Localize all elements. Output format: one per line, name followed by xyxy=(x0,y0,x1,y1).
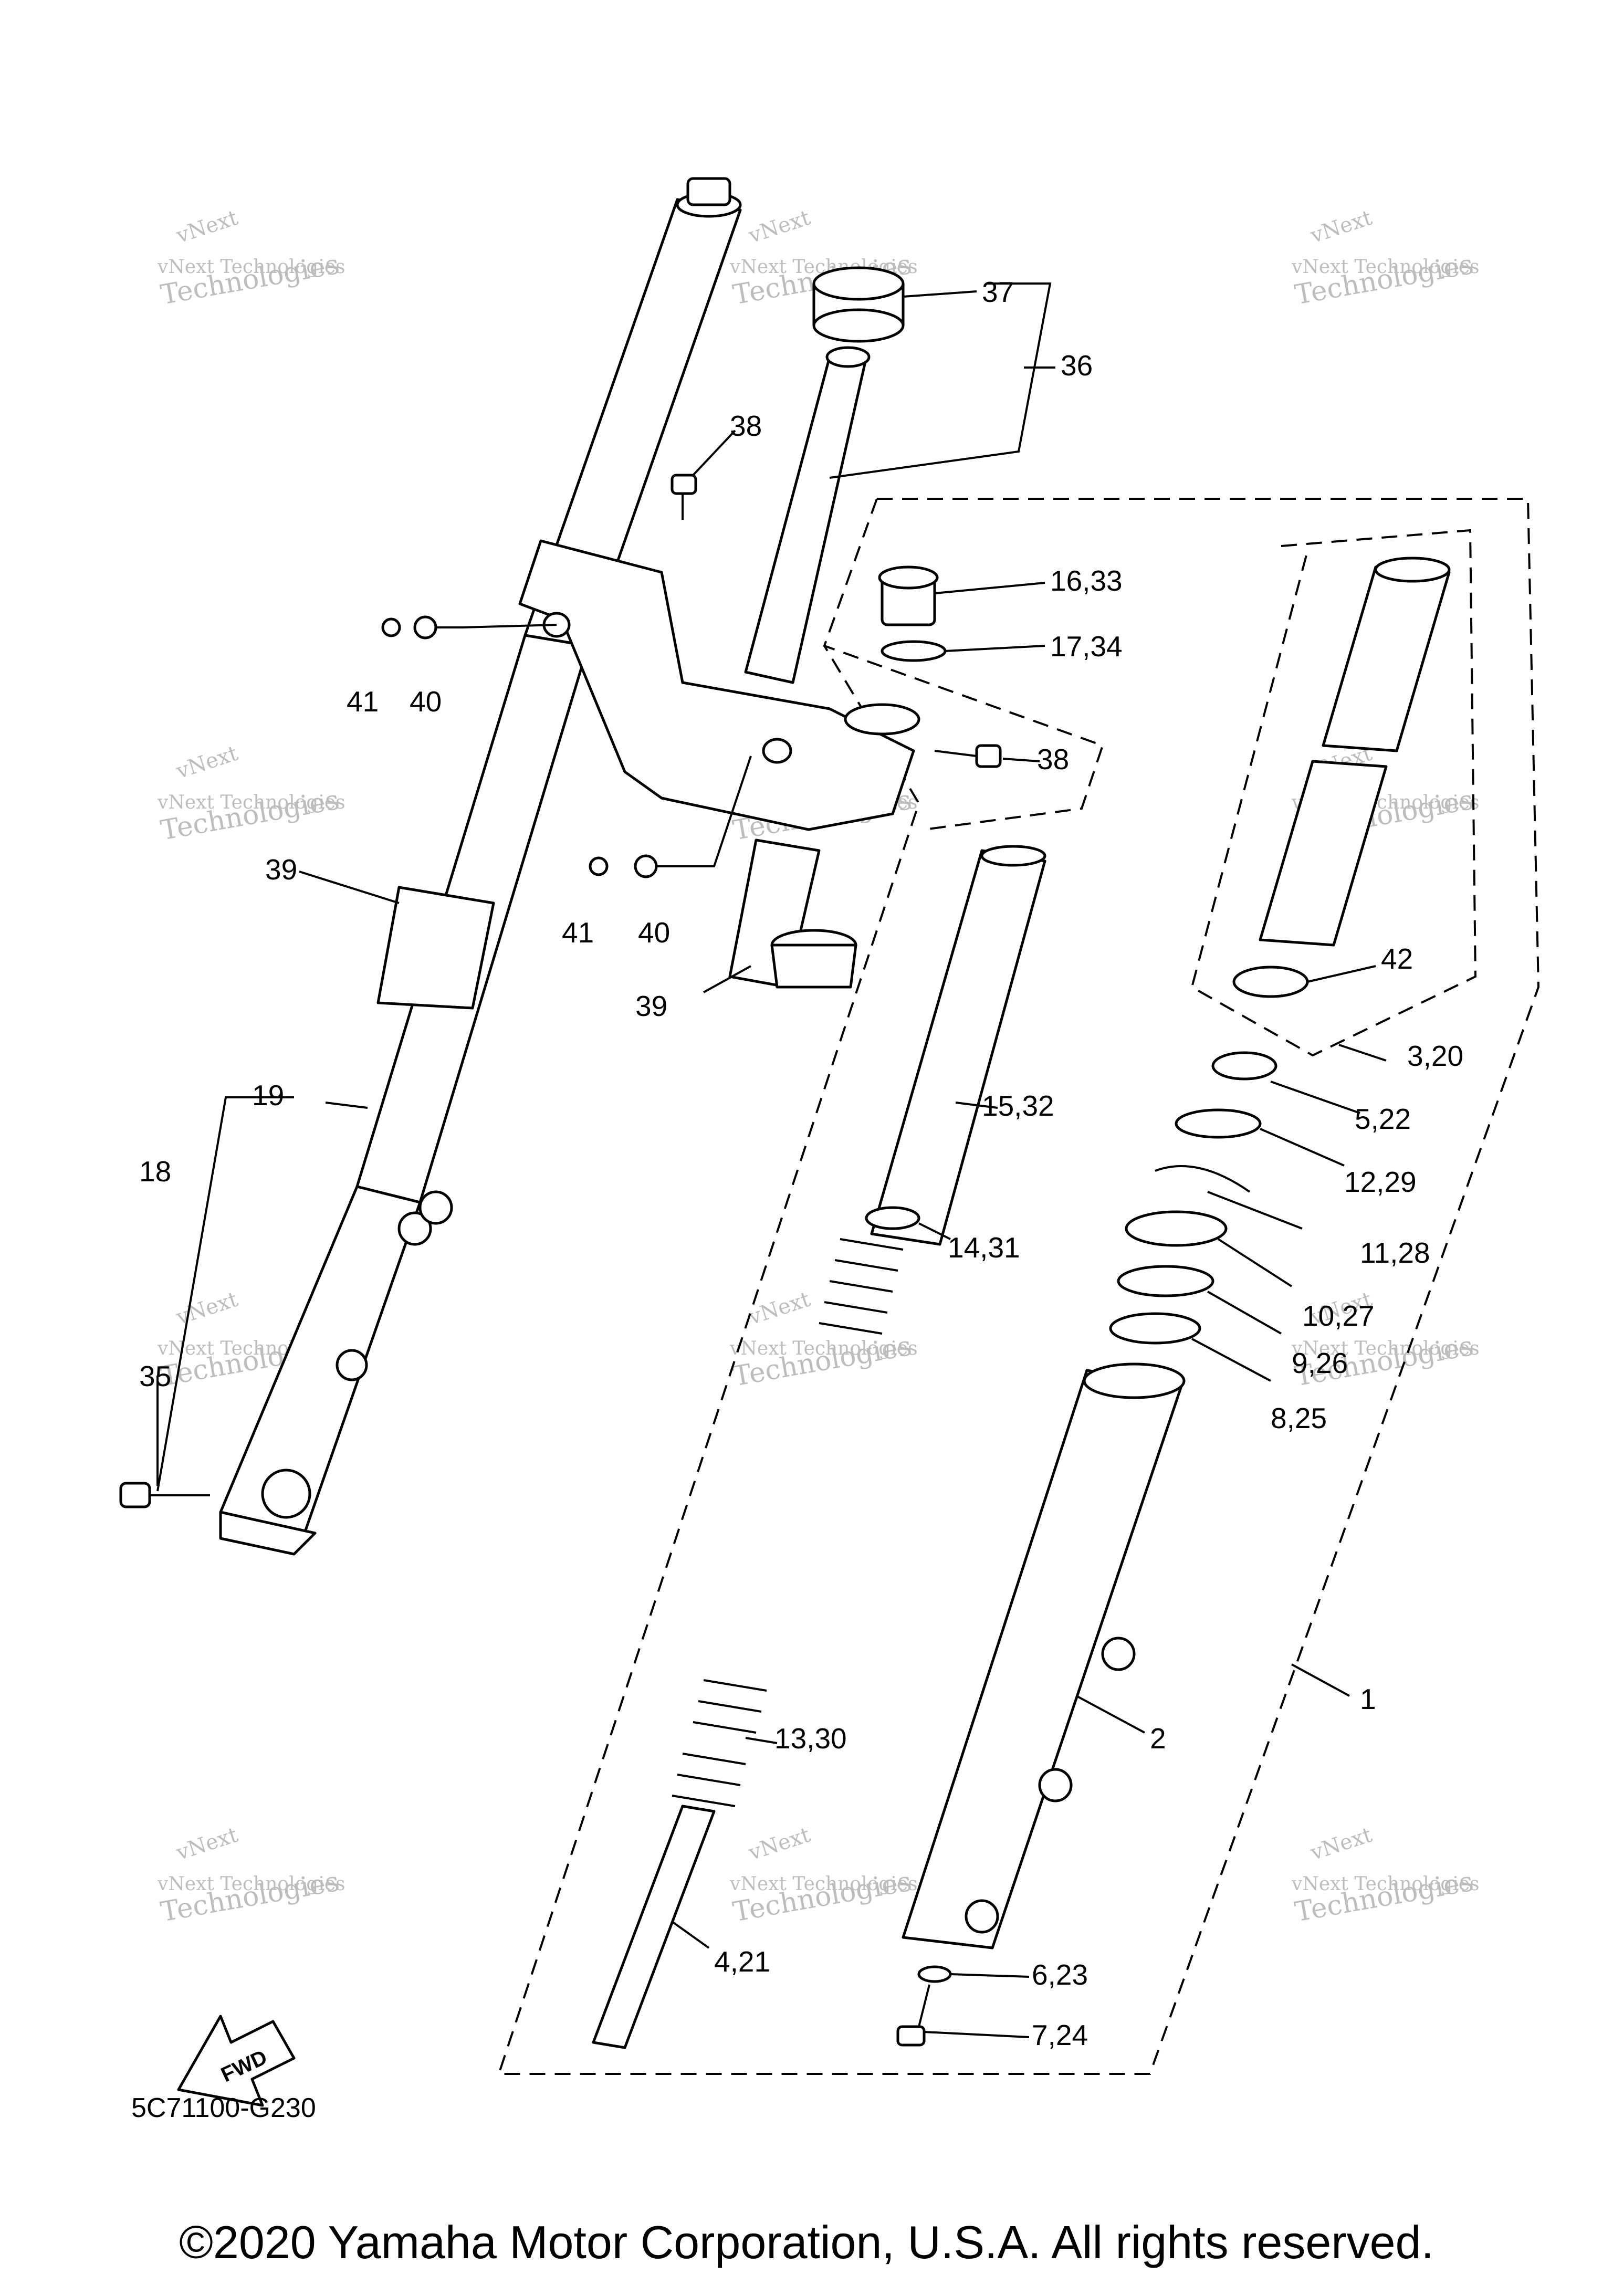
callout-10-27: 10,27 xyxy=(1302,1299,1375,1332)
watermark-line1: vNext xyxy=(1307,206,1375,248)
watermark: vNext vNext Technologies Technologies xyxy=(729,1823,918,1928)
callout-39-lower: 39 xyxy=(635,990,667,1022)
cap-bolt-16 xyxy=(878,565,939,626)
bolt-40-lower xyxy=(589,854,683,878)
bearing-37 xyxy=(812,266,905,343)
outer-tube-2 xyxy=(902,1362,1186,1949)
callout-19: 19 xyxy=(252,1079,284,1112)
watermark-line2: vNext Technologies xyxy=(157,1873,345,1895)
callout-11-28: 11,28 xyxy=(1360,1236,1430,1269)
inner-tube-15 xyxy=(870,845,1046,1246)
bolt-38-upper xyxy=(671,474,697,520)
callout-40-lower: 40 xyxy=(638,916,670,949)
copyright-notice: ©2020 Yamaha Motor Corporation, U.S.A. A… xyxy=(179,2216,1434,2268)
fork-assembly-boundary xyxy=(497,498,1540,2075)
callout-5-22: 5,22 xyxy=(1355,1103,1411,1135)
spring-13 xyxy=(672,1679,767,1807)
bushing-8 xyxy=(1109,1312,1201,1345)
bolt-38-lower xyxy=(934,744,1002,768)
callout-35: 35 xyxy=(139,1360,171,1392)
seal-10 xyxy=(1125,1210,1228,1247)
callout-1: 1 xyxy=(1360,1683,1376,1715)
callout-36: 36 xyxy=(1061,349,1093,382)
callout-41-lower: 41 xyxy=(562,916,594,949)
callout-38-lower: 38 xyxy=(1037,743,1069,775)
callout-13-30: 13,30 xyxy=(774,1722,847,1755)
watermark-line1: vNext xyxy=(745,1287,813,1330)
callout-labels: 37 36 38 16,33 17,34 41 40 38 39 41 40 3… xyxy=(139,276,1463,2051)
watermark-line1: vNext xyxy=(173,741,240,784)
callout-4-21: 4,21 xyxy=(714,1945,770,1978)
watermark: vNext vNext Technologies Technologies xyxy=(157,1823,345,1928)
watermark: vNext vNext Technologies Technologies xyxy=(729,1287,918,1393)
callout-41: 41 xyxy=(347,685,379,718)
watermark-line2: vNext Technologies xyxy=(157,256,345,278)
callout-3-20: 3,20 xyxy=(1407,1040,1463,1072)
steering-stem xyxy=(744,346,871,684)
o-ring-17 xyxy=(881,640,947,662)
bolt-40-upper xyxy=(381,615,462,639)
callout-7-24: 7,24 xyxy=(1032,2019,1088,2051)
callout-9-26: 9,26 xyxy=(1292,1347,1348,1379)
callout-15-32: 15,32 xyxy=(982,1089,1054,1122)
washer-9 xyxy=(1117,1265,1214,1297)
callout-17-34: 17,34 xyxy=(1050,630,1123,663)
inner-tube-3 xyxy=(1259,557,1451,947)
watermark-line2: vNext Technologies xyxy=(1291,256,1480,278)
callout-37: 37 xyxy=(982,276,1014,308)
watermark-line2: vNext Technologies xyxy=(157,792,345,813)
callout-39: 39 xyxy=(265,853,297,886)
left-fork-outer-tube xyxy=(219,177,742,1556)
clamp-39 xyxy=(728,838,857,989)
callout-6-23: 6,23 xyxy=(1032,1958,1088,1991)
bolt-35 xyxy=(119,1482,210,1508)
washer-12 xyxy=(1175,1108,1262,1139)
watermark: vNext vNext Technologies Technologies xyxy=(157,741,345,847)
callout-12-29: 12,29 xyxy=(1344,1166,1417,1198)
watermark-line1: vNext xyxy=(173,1823,240,1865)
callout-2: 2 xyxy=(1150,1722,1166,1755)
callout-42: 42 xyxy=(1381,942,1413,975)
watermark-line1: vNext xyxy=(173,206,240,248)
callout-38: 38 xyxy=(730,410,762,442)
fwd-arrow-icon: FWD xyxy=(177,2015,296,2107)
damper-rod-4 xyxy=(592,1805,716,2049)
callout-14-31: 14,31 xyxy=(948,1231,1020,1264)
under-bracket xyxy=(518,539,920,831)
clip-11 xyxy=(1155,1165,1251,1193)
callout-16-33: 16,33 xyxy=(1050,564,1123,597)
bushing-5 xyxy=(1211,1051,1277,1081)
watermark: vNext vNext Technologies Technologies xyxy=(1291,1823,1480,1928)
watermark-line1: vNext xyxy=(745,206,813,248)
watermark-line2: vNext Technologies xyxy=(1291,1338,1480,1359)
bushing-42 xyxy=(1232,966,1309,998)
watermark-line2: vNext Technologies xyxy=(729,1873,918,1895)
callout-8-25: 8,25 xyxy=(1271,1402,1327,1434)
callout-40: 40 xyxy=(410,685,442,718)
inner-tube-boundary xyxy=(1190,529,1477,1057)
bolt-7 xyxy=(896,1984,930,2047)
cap-bolt-boundary xyxy=(823,498,1104,831)
watermark: vNext vNext Technologies Technologies xyxy=(1291,206,1480,311)
leader-lines xyxy=(156,282,1387,2038)
diagram-code: 5C71100-G230 xyxy=(131,2093,316,2123)
watermark-line2: vNext Technologies xyxy=(1291,1873,1480,1895)
spring-14 xyxy=(819,1238,904,1335)
callout-18: 18 xyxy=(139,1155,171,1188)
washer-14 xyxy=(865,1206,920,1230)
watermark: vNext vNext Technologies Technologies xyxy=(157,206,345,311)
watermark-line1: vNext xyxy=(745,1823,813,1865)
washer-6 xyxy=(917,1965,952,1983)
watermark-line2: vNext Technologies xyxy=(729,1338,918,1359)
watermark-line1: vNext xyxy=(1307,1823,1375,1865)
watermark-line1: vNext xyxy=(173,1287,240,1330)
